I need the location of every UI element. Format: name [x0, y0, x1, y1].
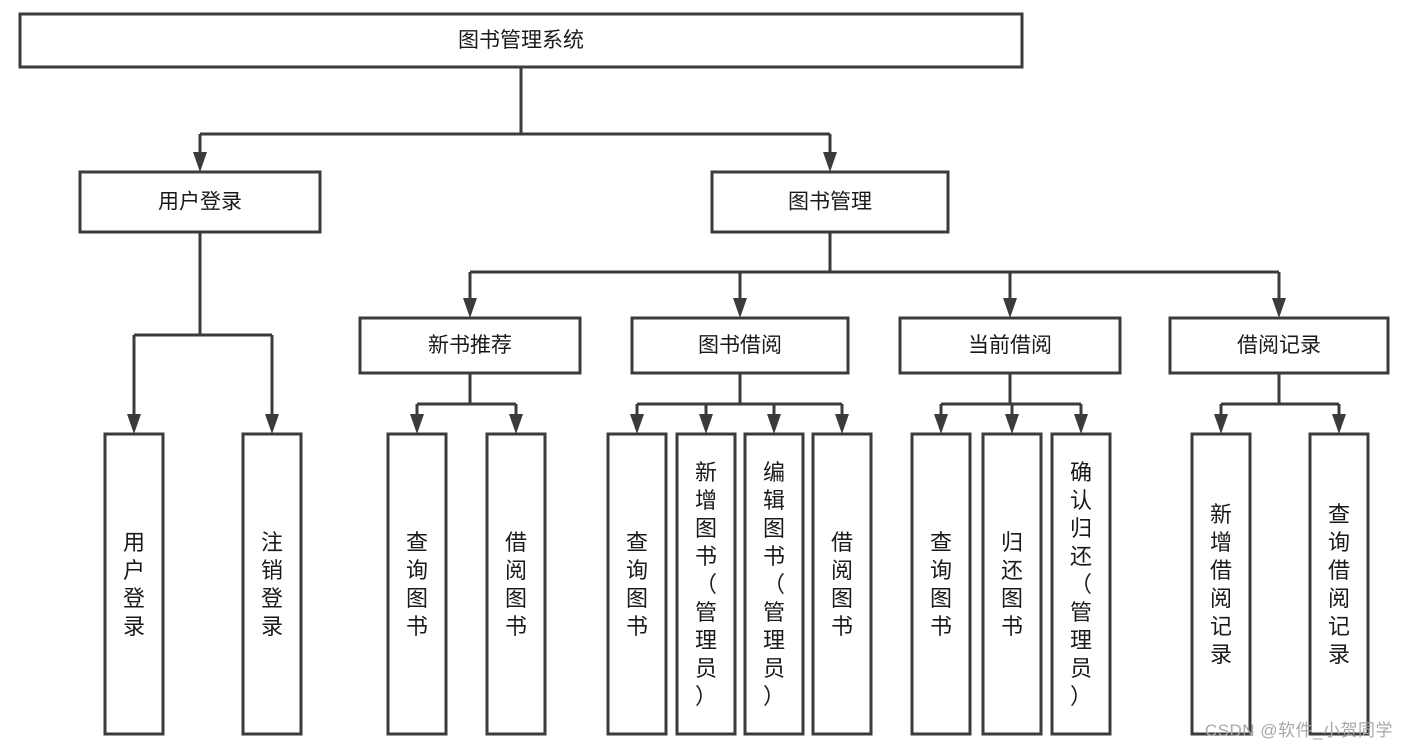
nodes-layer: 图书管理系统用户登录图书管理新书推荐图书借阅当前借阅借阅记录用户登录注销登录查询… [18, 12, 1390, 736]
leaf-box[interactable] [1190, 432, 1252, 736]
leaf-label: 查询图书 [626, 530, 648, 639]
level2-node[interactable]: 用户登录 [78, 170, 322, 234]
root-label: 图书管理系统 [458, 29, 584, 52]
leaf-node[interactable]: 归还图书 [981, 432, 1043, 736]
csdn-watermark: CSDN @软件_小贺同学 [1204, 721, 1393, 740]
leaf-box[interactable] [606, 432, 668, 736]
level3-box[interactable] [1168, 316, 1390, 375]
connectors-layer [127, 67, 1346, 434]
level3-box[interactable] [630, 316, 850, 375]
leaf-node[interactable]: 注销登录 [241, 432, 303, 736]
connector-root-to-level2 [193, 67, 837, 172]
leaf-box[interactable] [981, 432, 1043, 736]
leaf-box[interactable] [485, 432, 547, 736]
leaf-box[interactable] [811, 432, 873, 736]
leaf-label: 查询图书 [930, 530, 952, 639]
level3-node[interactable]: 当前借阅 [898, 316, 1122, 375]
level3-label: 当前借阅 [968, 334, 1052, 357]
connector-new-book-to-leaves [410, 373, 523, 434]
level3-label: 借阅记录 [1237, 334, 1321, 357]
leaf-node[interactable]: 用户登录 [103, 432, 165, 736]
leaf-label: 注销登录 [261, 530, 283, 639]
root-node[interactable]: 图书管理系统 [18, 12, 1024, 69]
level3-label: 图书借阅 [698, 334, 782, 357]
leaf-label: 借阅图书 [831, 530, 853, 639]
connector-book-manage-to-level3 [463, 232, 1286, 318]
level3-box[interactable] [898, 316, 1122, 375]
level3-node[interactable]: 借阅记录 [1168, 316, 1390, 375]
leaf-node[interactable]: 借阅图书 [485, 432, 547, 736]
leaf-box[interactable] [675, 432, 737, 736]
level3-node[interactable]: 图书借阅 [630, 316, 850, 375]
leaf-label: 查询借阅记录 [1328, 502, 1350, 667]
leaf-box[interactable] [1308, 432, 1370, 736]
leaf-node[interactable]: 新增借阅记录 [1190, 432, 1252, 736]
root-box[interactable] [18, 12, 1024, 69]
connector-records-to-leaves [1214, 373, 1346, 434]
connector-current-borrow-to-leaves [934, 373, 1088, 434]
level3-box[interactable] [358, 316, 582, 375]
level3-node[interactable]: 新书推荐 [358, 316, 582, 375]
leaf-node[interactable]: 查询图书 [606, 432, 668, 736]
leaf-node[interactable]: 查询图书 [910, 432, 972, 736]
level2-node[interactable]: 图书管理 [710, 170, 950, 234]
leaf-label: 确认归还（管理员） [1070, 460, 1092, 709]
leaf-node[interactable]: 确认归还（管理员） [1050, 432, 1112, 736]
leaf-node[interactable]: 借阅图书 [811, 432, 873, 736]
level2-label: 图书管理 [788, 191, 872, 214]
leaf-node[interactable]: 查询借阅记录 [1308, 432, 1370, 736]
leaf-label: 新增借阅记录 [1210, 502, 1232, 667]
leaf-box[interactable] [743, 432, 805, 736]
level2-box[interactable] [78, 170, 322, 234]
leaf-box[interactable] [386, 432, 448, 736]
leaf-box[interactable] [103, 432, 165, 736]
level2-box[interactable] [710, 170, 950, 234]
leaf-label: 归还图书 [1001, 530, 1023, 639]
leaf-label: 借阅图书 [505, 530, 527, 639]
leaf-box[interactable] [910, 432, 972, 736]
leaf-label: 用户登录 [123, 530, 145, 639]
level3-label: 新书推荐 [428, 334, 512, 357]
level2-label: 用户登录 [158, 191, 242, 214]
connector-borrow-to-leaves [630, 373, 849, 434]
leaf-label: 查询图书 [406, 530, 428, 639]
leaf-label: 新增图书（管理员） [695, 460, 717, 709]
leaf-node[interactable]: 新增图书（管理员） [675, 432, 737, 736]
leaf-node[interactable]: 查询图书 [386, 432, 448, 736]
leaf-box[interactable] [1050, 432, 1112, 736]
leaf-node[interactable]: 编辑图书（管理员） [743, 432, 805, 736]
connector-user-login-to-leaves [127, 232, 279, 434]
leaf-label: 编辑图书（管理员） [763, 460, 785, 709]
leaf-box[interactable] [241, 432, 303, 736]
